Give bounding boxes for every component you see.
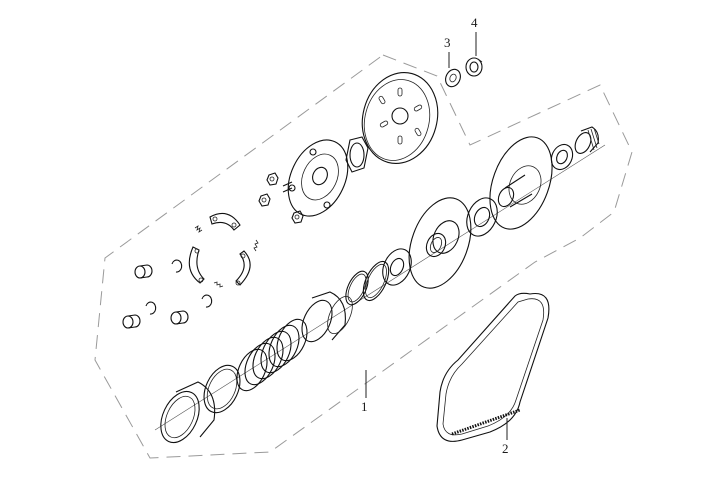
pin-cap-3[interactable] <box>170 310 189 325</box>
shoe-spring-3[interactable] <box>213 281 224 288</box>
shoe-spring-1[interactable] <box>194 225 203 233</box>
callout-label-4: 4 <box>471 15 478 30</box>
clutch-shoe-right[interactable] <box>235 250 251 286</box>
flat-ring[interactable] <box>197 360 247 419</box>
clutch-outer-cup[interactable] <box>153 381 216 449</box>
washer-part-3[interactable] <box>443 67 463 89</box>
clutch-carrier-plate[interactable] <box>277 130 360 225</box>
clutch-hex-nut[interactable] <box>345 136 369 173</box>
needle-bearing[interactable] <box>572 126 600 156</box>
callout-label-2: 2 <box>502 441 509 456</box>
drive-belt-part-2[interactable] <box>436 292 550 442</box>
pin-cap-1[interactable] <box>134 264 153 279</box>
assembly-axis-line <box>154 144 606 431</box>
e-clip-1[interactable] <box>171 259 183 273</box>
e-clip-3[interactable] <box>201 294 213 308</box>
clutch-shoe-left[interactable] <box>188 246 205 284</box>
shoe-spring-2[interactable] <box>253 239 259 252</box>
inner-oil-seal[interactable] <box>461 193 503 241</box>
pin-nut-1[interactable] <box>266 172 279 186</box>
nut-part-4[interactable] <box>465 57 483 77</box>
movable-driven-face[interactable] <box>398 189 483 296</box>
pin-cap-2[interactable] <box>122 314 141 329</box>
spring-seat-collar[interactable] <box>296 291 358 346</box>
assembly-1-dashed-outline <box>94 54 633 459</box>
fixed-driven-face[interactable] <box>478 128 563 237</box>
callout-label-3: 3 <box>444 35 451 50</box>
e-clip-2[interactable] <box>145 301 157 315</box>
oil-seal[interactable] <box>377 244 417 289</box>
belt-teeth-marking <box>451 408 521 436</box>
o-ring-large[interactable] <box>358 258 394 305</box>
pin-nut-2[interactable] <box>258 193 271 207</box>
ball-bearing[interactable] <box>547 141 576 173</box>
clutch-drum[interactable] <box>352 64 447 172</box>
compression-spring[interactable] <box>231 315 313 396</box>
pin-nut-3[interactable] <box>291 210 304 224</box>
clutch-shoe-top[interactable] <box>209 212 241 231</box>
callout-label-1: 1 <box>361 399 368 414</box>
